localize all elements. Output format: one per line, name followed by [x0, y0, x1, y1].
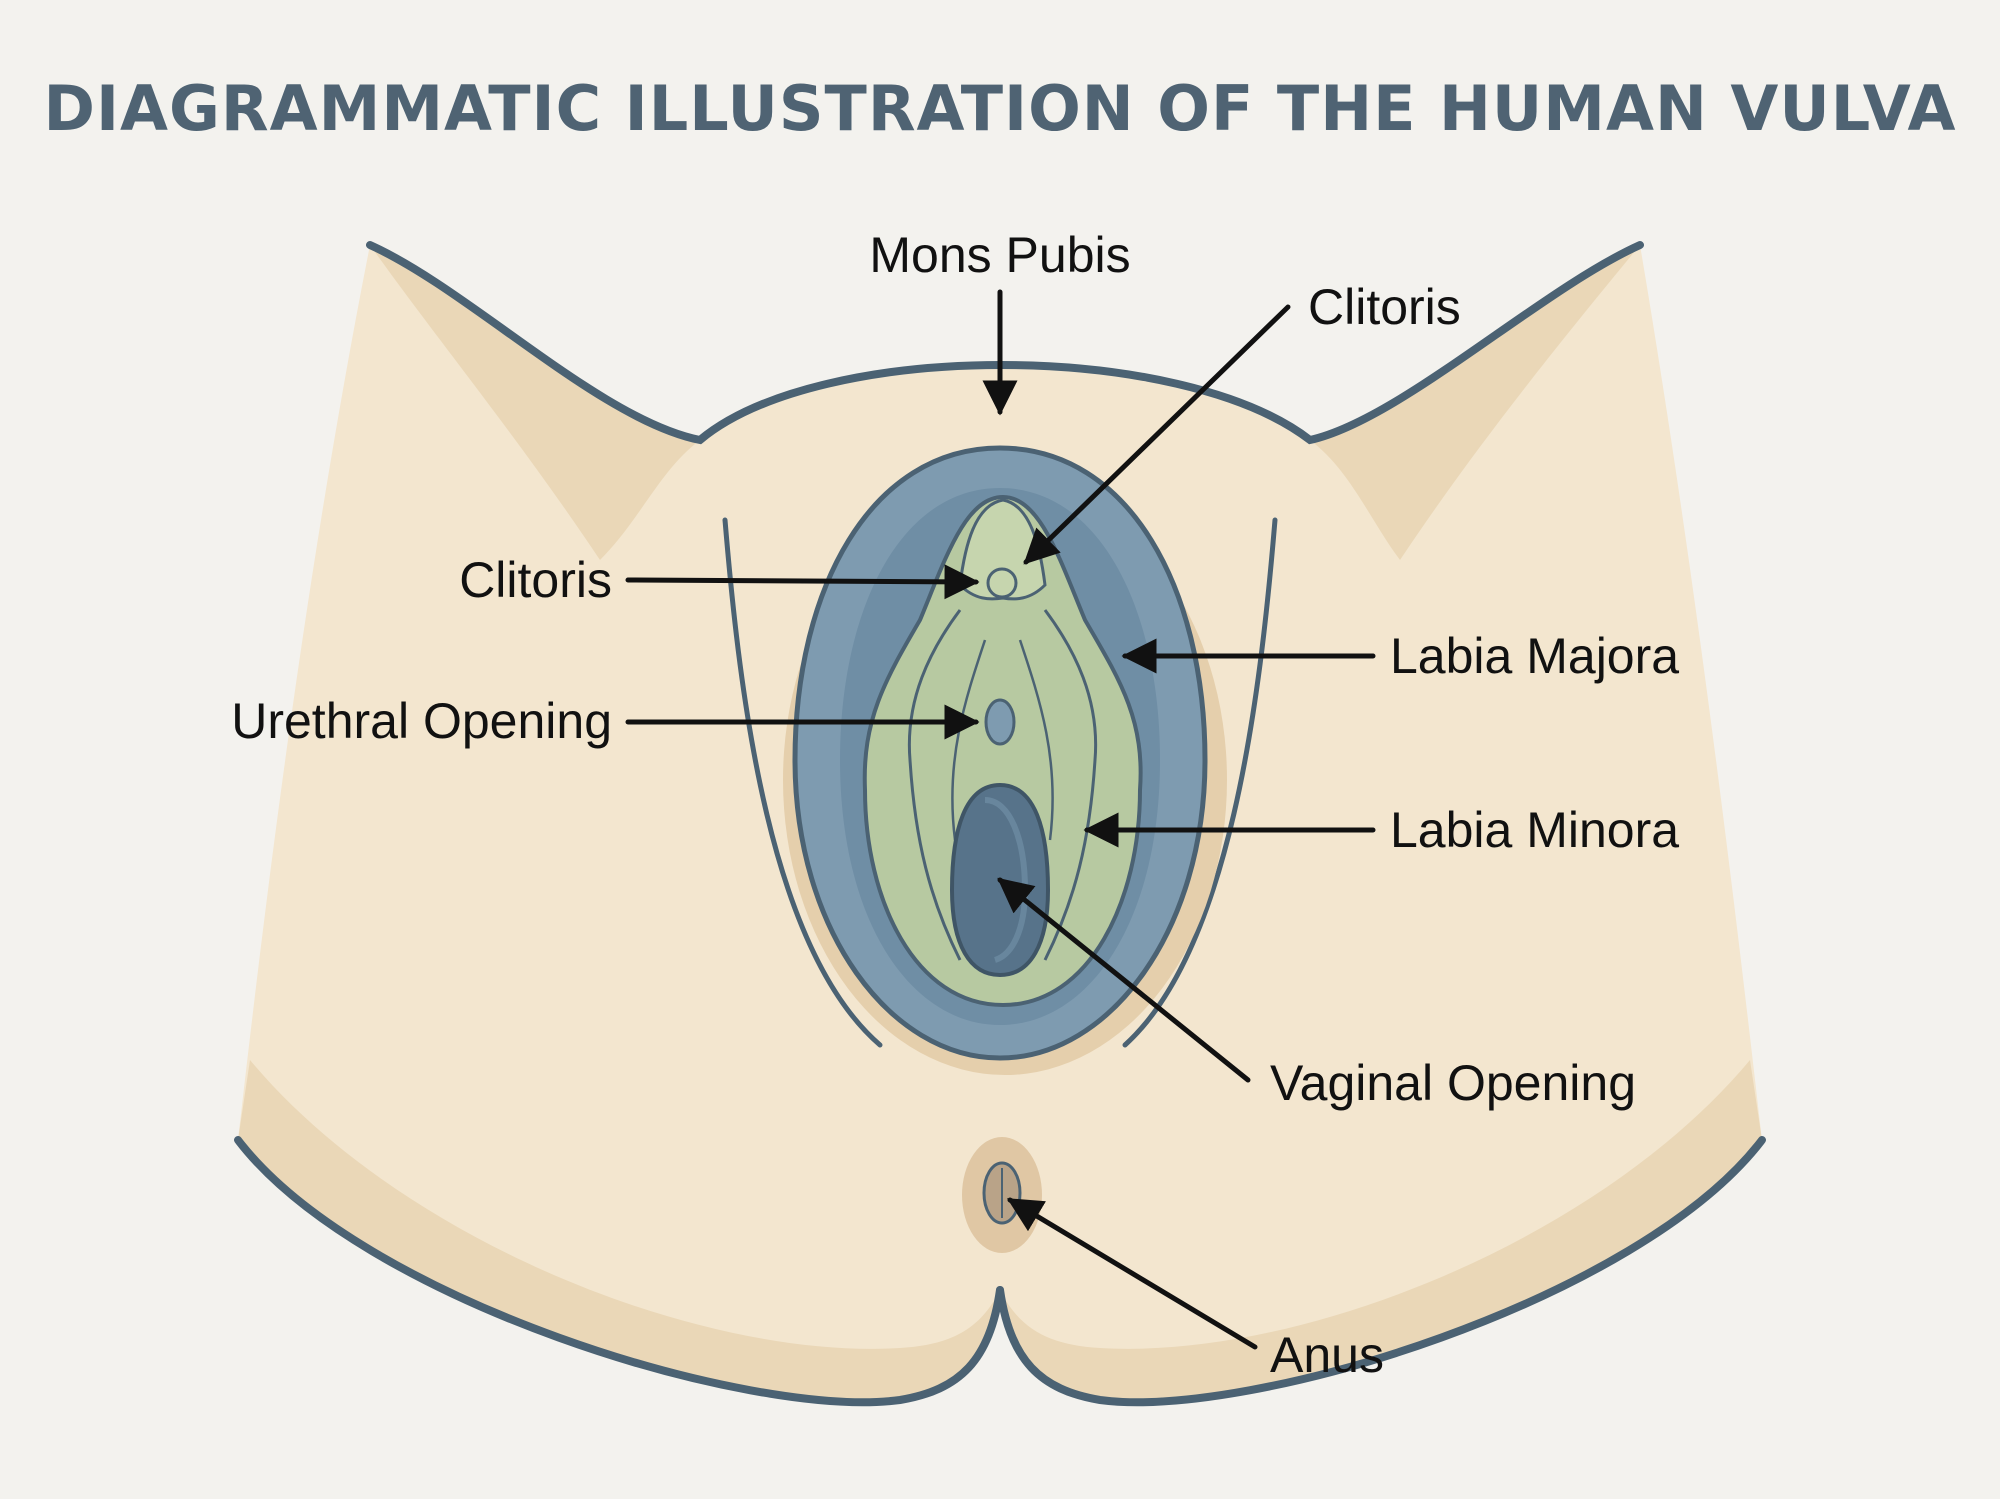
arrow-vaginal-opening: [997, 877, 1251, 1083]
label-mons-pubis: Mons Pubis: [869, 227, 1130, 283]
label-clitoris-right: Clitoris: [1308, 279, 1461, 335]
left-thigh-shade: [370, 245, 700, 560]
labia-minora: [862, 494, 1143, 1008]
label-clitoris-left: Clitoris: [459, 552, 612, 608]
label-vaginal-opening: Vaginal Opening: [1270, 1055, 1636, 1111]
bottom-outline-left: [234, 1136, 1004, 1407]
minora-fold-inner-right: [1018, 639, 1054, 841]
label-labia-minora: Labia Minora: [1390, 802, 1679, 858]
clitoris-glans: [986, 567, 1018, 599]
annotation-arrows: [625, 289, 1376, 1350]
label-urethral-opening: Urethral Opening: [231, 693, 612, 749]
annotation-labels: Mons Pubis Clitoris Clitoris Urethral Op…: [231, 227, 1679, 1383]
right-thigh-crease: [1122, 517, 1278, 1048]
arrow-anus: [1006, 1197, 1258, 1350]
arrow-clitoris-right: [1023, 304, 1291, 565]
minora-fold-left: [907, 609, 962, 961]
minora-fold-right: [1043, 609, 1098, 961]
diagram-title: DIAGRAMMATIC ILLUSTRATION OF THE HUMAN V…: [43, 72, 1957, 145]
left-thigh-crease: [722, 517, 883, 1048]
arrow-clitoris-left: [625, 564, 980, 600]
left-buttock-shade: [238, 1060, 1000, 1403]
urethral-opening: [984, 698, 1016, 746]
right-buttock-shade: [1000, 1060, 1762, 1403]
vulva: [783, 445, 1227, 1075]
label-anus: Anus: [1270, 1327, 1384, 1383]
anus: [962, 1137, 1042, 1253]
right-thigh-shade: [1310, 245, 1640, 560]
label-labia-majora: Labia Majora: [1390, 628, 1679, 684]
bottom-outline-right: [996, 1136, 1766, 1407]
